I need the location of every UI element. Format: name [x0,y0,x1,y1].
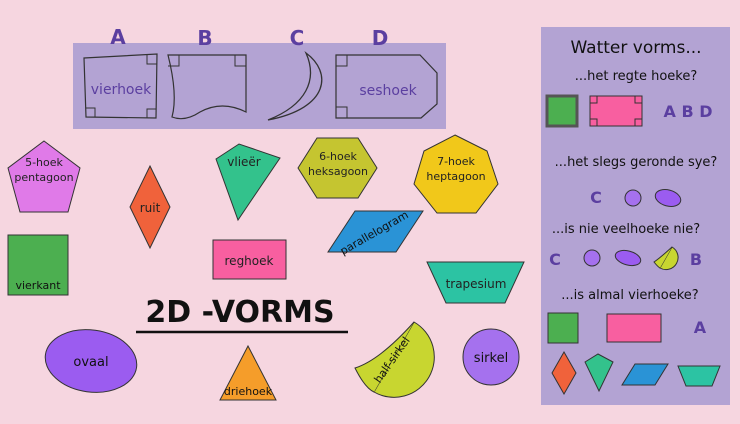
rectangle-card: reghoek [212,239,287,280]
quiz-question-1: ...het regte hoeke? [575,69,698,84]
q4-rectangle [606,313,662,343]
letter-d: D [372,26,389,50]
trapezium-card: trapesium [426,261,525,304]
top-panel-background [73,43,446,129]
q4-kite [584,353,614,393]
q4-rhombus [551,350,577,396]
page-title: 2D -VORMS [145,295,334,330]
square-card: vierkant [7,234,69,296]
square-label: vierkant [15,279,61,292]
pentagon-label-line1: 5-hoek [25,156,63,169]
heptagon-card: 7-hoek heptagoon [413,134,499,214]
q3-answer-letter-c: C [549,250,561,269]
q2-answer-shapes: C [590,188,682,207]
pentagon-card: 5-hoek pentagoon [7,140,81,213]
circle-card: sirkel [462,328,520,386]
heptagon-label-line2: heptagoon [426,170,485,183]
letter-c: C [290,26,305,50]
page-title-group: 2D -VORMS [136,295,348,334]
q3-answer-letter-b: B [690,250,702,269]
q4-answer-letter: A [694,318,707,337]
rhombus-label: ruit [140,201,161,215]
quiz-question-2: ...het slegs geronde sye? [555,155,718,170]
shape-a-label: vierhoek [91,82,152,98]
letter-b: B [197,26,212,50]
top-shapes-panel: A B C D vierhoek seshoek [73,25,446,129]
triangle-label: driehoek [224,385,273,398]
trapezium-label: trapesium [446,277,507,291]
kite-label: vlieër [227,155,261,169]
q4-square [547,312,579,344]
hexagon-card: 6-hoek heksagoon [297,137,378,199]
shape-c-crescent [267,51,323,121]
shape-d-hexagon: seshoek [335,54,438,119]
rectangle-label: reghoek [225,254,274,268]
quiz-question-4: ...is almal vierhoeke? [561,288,698,303]
q1-rectangle [589,95,643,127]
q4-parallelogram [621,363,669,386]
shape-a-quadrilateral: vierhoek [83,53,158,119]
q4-answer-shapes: A [547,312,721,396]
q3-half-circle [659,246,679,271]
rhombus-card: ruit [129,164,171,250]
circle-label: sirkel [474,351,508,366]
quiz-question-3: ...is nie veelhoeke nie? [552,222,700,237]
hexagon-label-line1: 6-hoek [319,150,357,163]
shape-b-curved-rectangle [167,54,247,120]
q4-trapezium [677,365,721,387]
parallelogram-card: parallelogram [327,208,424,258]
quiz-panel: Watter vorms... ...het regte hoeke? A B … [541,27,730,405]
triangle-card: driehoek [219,344,277,401]
letter-a: A [110,25,126,49]
oval-label: ovaal [73,355,108,370]
q2-circle [624,189,642,207]
q1-square-frame [545,94,579,128]
pentagon-label-line2: pentagoon [14,171,73,184]
q3-oval [614,249,642,267]
hexagon-label-line2: heksagoon [308,165,368,178]
q1-answer-letters: A B D [664,102,713,121]
oval-card: ovaal [44,329,138,393]
heptagon-label-line1: 7-hoek [437,155,475,168]
q3-circle [583,249,601,267]
q2-answer-letter: C [590,188,602,207]
q3-answer-shapes: C B [549,246,702,271]
shape-d-label: seshoek [359,83,417,99]
kite-card: vlieër [215,143,281,222]
q2-oval [654,189,682,207]
half-circle-card: half-sirkel [354,321,435,398]
q1-answer-shapes: A B D [545,94,713,128]
quiz-heading: Watter vorms... [570,38,701,58]
q1-square [546,95,578,127]
